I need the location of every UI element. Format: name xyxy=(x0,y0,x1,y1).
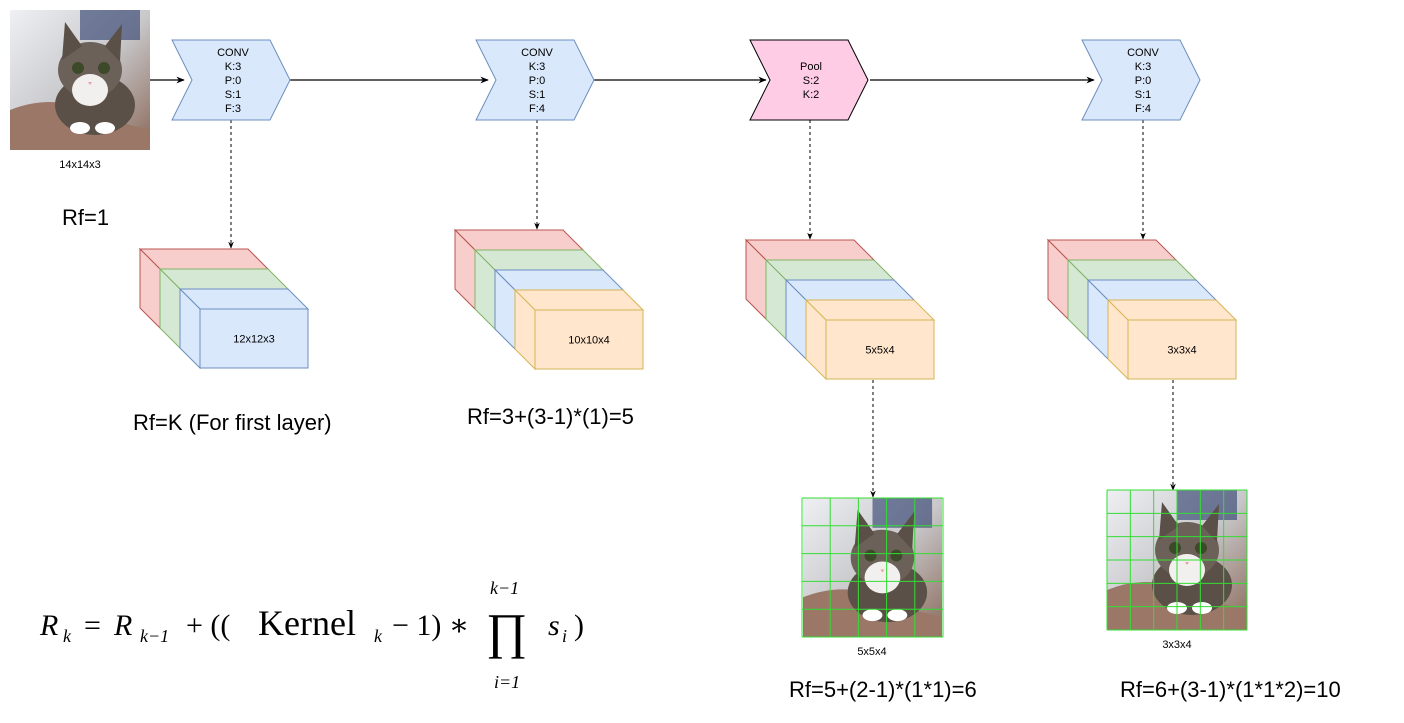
feature-map-2: 10x10x4 xyxy=(453,228,645,371)
formula-eq: = xyxy=(84,609,101,642)
formula-prod-top: k−1 xyxy=(490,578,519,598)
input-rf-text: Rf=1 xyxy=(62,205,109,230)
rf-layer3: Rf=5+(2-1)*(1*1)=6 xyxy=(789,677,977,702)
formula-r2: R xyxy=(113,609,132,642)
formula-prod: ∏ xyxy=(486,603,527,659)
formula-s: s xyxy=(548,609,560,642)
formula-kernel: Kernel xyxy=(258,603,356,643)
receptive-field-formula: R k = R k−1 + (( Kernel k − 1) ∗ k−1 ∏ i… xyxy=(39,578,584,692)
layer-param: CONV xyxy=(521,47,553,59)
layer-param: K:3 xyxy=(1135,61,1152,73)
channel-layer xyxy=(178,287,310,370)
feature-map-size: 12x12x3 xyxy=(233,334,275,346)
formula-minus: − 1) ∗ xyxy=(392,609,469,642)
rf-layer4: Rf=6+(3-1)*(1*1*2)=10 xyxy=(1120,677,1341,702)
feature-map-size: 3x3x4 xyxy=(1167,345,1196,357)
feature-map-1: 12x12x3 xyxy=(138,247,310,370)
layer-param: K:2 xyxy=(803,89,820,101)
layer-param: F:3 xyxy=(225,103,241,115)
formula-sub3: k xyxy=(374,626,383,646)
chevron-shape xyxy=(1081,39,1201,121)
layer-param: S:1 xyxy=(225,89,242,101)
layer-block-conv: CONV K:3P:0S:1F:4 xyxy=(1081,39,1201,121)
layer-param: S:2 xyxy=(803,75,820,87)
formula-plus: + (( xyxy=(186,609,230,642)
formula-sub4: i xyxy=(562,626,567,646)
layer-param: P:0 xyxy=(225,75,242,87)
layer-block-conv: CONV K:3P:0S:1F:4 xyxy=(475,39,595,121)
channel-layer xyxy=(1106,298,1238,381)
rf-layer2: Rf=3+(3-1)*(1)=5 xyxy=(467,404,634,429)
layer-param: K:3 xyxy=(225,61,242,73)
chevron-shape xyxy=(171,39,291,121)
layer-param: S:1 xyxy=(529,89,546,101)
input-image xyxy=(10,10,150,150)
layer-param: P:0 xyxy=(529,75,546,87)
feature-map-size: 10x10x4 xyxy=(568,335,610,347)
feature-map-size: 5x5x4 xyxy=(865,345,894,357)
formula-r: R xyxy=(39,609,58,642)
layer-param: K:3 xyxy=(529,61,546,73)
layer-block-conv: CONV K:3P:0S:1F:3 xyxy=(171,39,291,121)
formula-close: ) xyxy=(574,609,584,642)
layer-param: CONV xyxy=(1127,47,1159,59)
final-image-label: 3x3x4 xyxy=(1162,639,1191,651)
formula-sub: k xyxy=(63,626,72,646)
formula-prod-bottom: i=1 xyxy=(494,672,520,692)
feature-map-4: 3x3x4 xyxy=(1046,238,1238,381)
feature-map-3: 5x5x4 xyxy=(744,238,936,381)
chevron-shape xyxy=(749,39,869,121)
layer-param: F:4 xyxy=(1135,103,1151,115)
formula-sub2: k−1 xyxy=(140,626,169,646)
dashed-arrows xyxy=(228,120,1176,498)
chevron-shape xyxy=(475,39,595,121)
layer-param: CONV xyxy=(217,47,249,59)
pooled-output-image xyxy=(801,497,944,638)
layer-param: P:0 xyxy=(1135,75,1152,87)
layer-param: F:4 xyxy=(529,103,545,115)
channel-layer xyxy=(804,298,936,381)
pooled-image-label: 5x5x4 xyxy=(857,646,886,658)
layer-param: S:1 xyxy=(1135,89,1152,101)
final-output-image xyxy=(1106,489,1248,631)
input-size-label: 14x14x3 xyxy=(59,159,101,171)
rf-layer1: Rf=K (For first layer) xyxy=(133,410,332,435)
channel-layer xyxy=(513,288,645,371)
layer-param: Pool xyxy=(800,61,822,73)
